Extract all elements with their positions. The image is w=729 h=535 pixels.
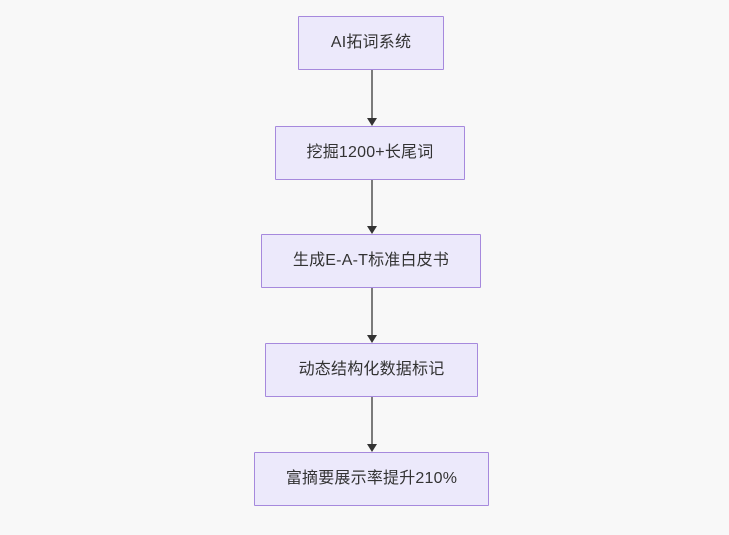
flow-node-n1[interactable]: AI拓词系统 (298, 16, 444, 70)
edge-line (371, 397, 373, 445)
arrowhead-down-icon (367, 118, 377, 126)
flow-node-n3[interactable]: 生成E-A-T标准白皮书 (261, 234, 481, 288)
arrowhead-down-icon (367, 335, 377, 343)
arrowhead-down-icon (367, 444, 377, 452)
edge-line (371, 288, 373, 336)
flow-node-n2[interactable]: 挖掘1200+长尾词 (275, 126, 465, 180)
arrowhead-down-icon (367, 226, 377, 234)
flow-node-n5[interactable]: 富摘要展示率提升210% (254, 452, 489, 506)
edge-line (371, 180, 373, 227)
flow-node-n4[interactable]: 动态结构化数据标记 (265, 343, 478, 397)
edge-line (371, 70, 373, 119)
